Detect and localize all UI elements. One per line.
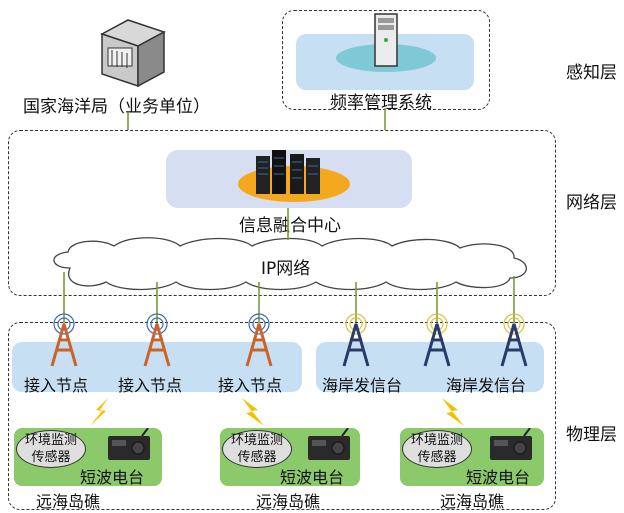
radio-label: 短波电台 [80,468,145,487]
coastal-tower-icon [342,313,370,367]
perception-layer-label: 感知层 [566,63,617,83]
access-tower-icon [50,313,78,367]
island-name-label: 远海岛礁 [256,492,321,511]
coastal-tower-icon [423,313,451,367]
sensor-label: 环境监测传感器 [230,433,283,465]
agency-server-icon [100,19,166,88]
sensor-ellipse: 环境监测传感器 [222,430,292,468]
access-tower-icon [245,313,273,367]
frequency-server-icon [374,13,398,67]
sensor-ellipse: 环境监测传感器 [16,430,86,468]
fusion-server-cluster-icon [256,150,320,194]
network-layer-label: 网络层 [566,193,617,213]
physical-layer-box [8,322,556,510]
ip-network-label: IP网络 [261,259,311,279]
agency-label: 国家海洋局（业务单位） [23,97,210,117]
access-node-label: 接入节点 [24,376,89,395]
sensor-label: 环境监测传感器 [24,433,77,465]
fusion-center-label: 信息融合中心 [239,216,341,236]
ip-network-cloud [53,237,527,291]
radio-icon [490,428,532,460]
coastal-station-label: 海岸发信台 [446,376,527,395]
frequency-system-label: 频率管理系统 [330,93,432,113]
lightning-icon [242,398,264,426]
radio-label: 短波电台 [466,468,531,487]
coastal-station-label: 海岸发信台 [322,376,403,395]
sensor-label: 环境监测传感器 [410,433,463,465]
frequency-system-box [282,10,490,110]
island-name-label: 远海岛礁 [440,492,505,511]
sensor-ellipse: 环境监测传感器 [402,430,472,468]
radio-icon [108,428,150,460]
lightning-icon [90,398,108,426]
access-node-label: 接入节点 [118,376,183,395]
radio-label: 短波电台 [280,468,345,487]
coastal-tower-icon [500,313,528,367]
physical-layer-label: 物理层 [566,425,617,445]
access-tower-icon [143,313,171,367]
network-layer-box [8,130,556,296]
island-name-label: 远海岛礁 [36,492,101,511]
radio-icon [308,428,350,460]
access-node-label: 接入节点 [218,376,283,395]
lightning-icon [442,398,464,426]
